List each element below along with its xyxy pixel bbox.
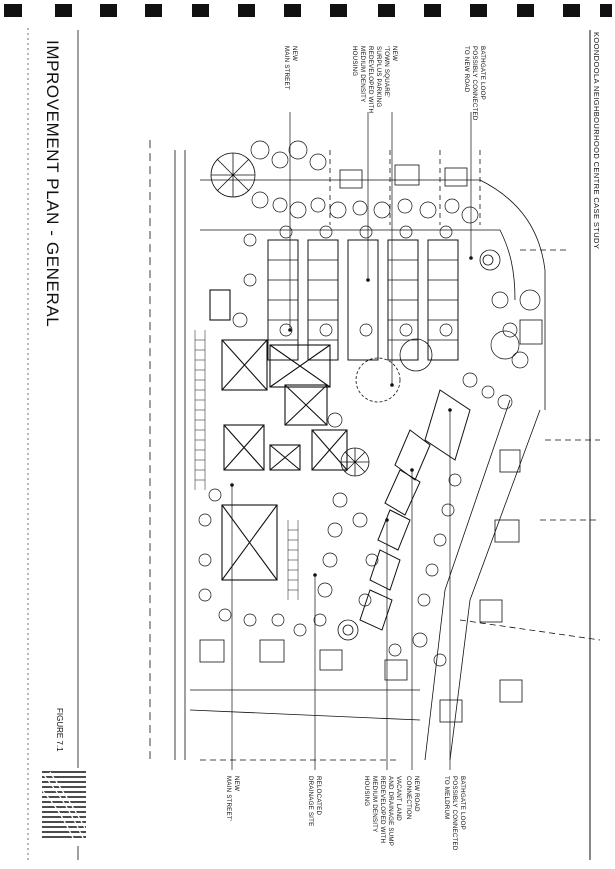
label-new-main-street-bottom: NEW MAIN STREET' bbox=[225, 776, 240, 822]
label-relocated-drainage: RELOCATED DRAINAGE SITE bbox=[307, 776, 322, 827]
label-vacant-land: VACANT LAND AND DRAINAGE SUMP REDEVELOPE… bbox=[363, 776, 402, 847]
case-study-title: KOONDOOLA NEIGHBOURHOOD CENTRE CASE STUD… bbox=[592, 32, 601, 250]
page-title-text: IMPROVEMENT PLAN - GENERAL bbox=[43, 40, 62, 328]
figure-label-text: FIGURE 7.1 bbox=[55, 708, 64, 752]
label-new-main-street-top: NEW MAIN STREET bbox=[283, 46, 298, 90]
figure-label: FIGURE 7.1 bbox=[52, 708, 70, 752]
case-study-header: KOONDOOLA NEIGHBOURHOOD CENTRE CASE STUD… bbox=[589, 32, 607, 249]
logo-graphic bbox=[40, 768, 88, 846]
page-title: IMPROVEMENT PLAN - GENERAL bbox=[42, 40, 62, 327]
label-bathgate-loop-new-road: BATHGATE LOOP POSSIBLY CONNECTED TO NEW … bbox=[463, 46, 486, 121]
binding-strip bbox=[4, 4, 612, 17]
label-new-road-connection: NEW ROAD CONNECTION bbox=[405, 776, 420, 820]
label-surplus-parking: SURPLUS PARKING REDEVELOPED WITH MEDIUM … bbox=[351, 46, 382, 114]
label-bathgate-loop-meldrum: BATHGATE LOOP POSSIBLY CONNECTED TO MELD… bbox=[443, 776, 466, 851]
label-new-town-square: NEW 'TOWN SQUARE' bbox=[383, 46, 398, 98]
